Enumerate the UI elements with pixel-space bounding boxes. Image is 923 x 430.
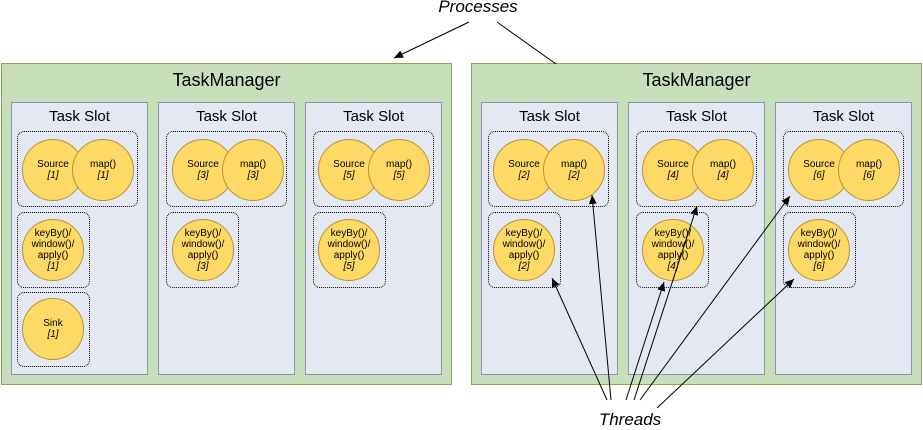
keyby-operator-4: keyBy()/ window()/ apply() [4]	[642, 219, 704, 281]
source-index: [3]	[197, 170, 209, 181]
keyby-line: keyBy()/	[800, 228, 838, 239]
source-label: Source	[333, 159, 365, 170]
taskmanager-title: TaskManager	[172, 70, 281, 90]
source-index: [6]	[813, 170, 825, 181]
source-map-chain-5	[313, 131, 434, 207]
sink-group-1	[17, 292, 90, 367]
apply-line: apply()	[508, 250, 540, 261]
source-label: Source	[657, 159, 689, 170]
task-slot-title: Task Slot	[196, 108, 257, 125]
apply-line: apply()	[333, 250, 365, 261]
keyby-operator-1: keyBy()/ window()/ apply() [1]	[22, 219, 84, 281]
window-line: window()/	[31, 239, 75, 250]
source-map-chain-1	[17, 131, 138, 207]
window-line: window()/	[797, 239, 841, 250]
taskmanager-title: TaskManager	[642, 70, 751, 90]
processes-arrow-right	[496, 21, 557, 65]
keyby-line: keyBy()/	[330, 228, 368, 239]
processes-label: Processes	[438, 0, 518, 16]
task-slot-title: Task Slot	[813, 108, 874, 125]
window-line: window()/	[502, 239, 546, 250]
source-index: [4]	[667, 170, 679, 181]
map-operator-6: map() [6]	[838, 139, 900, 201]
keyby-operator-3: keyBy()/ window()/ apply() [3]	[172, 219, 234, 281]
map-index: [6]	[863, 170, 875, 181]
keyby-index: [5]	[343, 261, 355, 272]
apply-line: apply()	[187, 250, 219, 261]
map-index: [3]	[247, 170, 259, 181]
keyby-line: keyBy()/	[34, 228, 72, 239]
window-line: window()/	[651, 239, 695, 250]
map-label: map()	[709, 159, 737, 170]
map-index: [5]	[393, 170, 405, 181]
map-index: [2]	[568, 170, 580, 181]
task-slot-title: Task Slot	[49, 108, 110, 125]
map-operator-5: map() [5]	[368, 139, 430, 201]
source-operator-1: Source [1]	[22, 139, 84, 201]
source-map-chain-3	[166, 131, 287, 207]
keyby-index: [2]	[518, 261, 530, 272]
task-slot-title: Task Slot	[666, 108, 727, 125]
map-operator-4: map() [4]	[692, 139, 754, 201]
keyby-index: [1]	[47, 261, 59, 272]
sink-label: Sink	[43, 318, 63, 329]
map-index: [1]	[97, 170, 109, 181]
map-operator-2: map() [2]	[543, 139, 605, 201]
map-label: map()	[89, 159, 117, 170]
map-operator-3: map() [3]	[222, 139, 284, 201]
apply-line: apply()	[657, 250, 689, 261]
task-slot-title: Task Slot	[343, 108, 404, 125]
source-index: [2]	[518, 170, 530, 181]
map-operator-1: map() [1]	[72, 139, 134, 201]
keyby-group-1	[17, 212, 90, 288]
sink-index: [1]	[47, 329, 59, 340]
keyby-line: keyBy()/	[505, 228, 543, 239]
keyby-operator-2: keyBy()/ window()/ apply() [2]	[493, 219, 555, 281]
keyby-operator-6: keyBy()/ window()/ apply() [6]	[788, 219, 850, 281]
keyby-line: keyBy()/	[184, 228, 222, 239]
map-label: map()	[560, 159, 588, 170]
keyby-index: [4]	[667, 261, 679, 272]
map-label: map()	[855, 159, 883, 170]
keyby-index: [6]	[813, 261, 825, 272]
window-line: window()/	[181, 239, 225, 250]
source-index: [5]	[343, 170, 355, 181]
source-label: Source	[508, 159, 540, 170]
sink-operator-1: Sink [1]	[22, 298, 84, 360]
processes-arrow-left	[393, 21, 470, 59]
apply-line: apply()	[803, 250, 835, 261]
apply-line: apply()	[37, 250, 69, 261]
map-index: [4]	[717, 170, 729, 181]
map-label: map()	[385, 159, 413, 170]
keyby-line: keyBy()/	[654, 228, 692, 239]
keyby-operator-5: keyBy()/ window()/ apply() [5]	[318, 219, 380, 281]
threads-label: Threads	[598, 410, 662, 429]
keyby-group-2	[488, 212, 561, 288]
source-map-chain-6	[783, 131, 904, 207]
source-index: [1]	[47, 170, 59, 181]
map-label: map()	[239, 159, 267, 170]
source-label: Source	[37, 159, 69, 170]
keyby-index: [3]	[197, 261, 209, 272]
task-slot-title: Task Slot	[519, 108, 580, 125]
source-map-chain-2	[488, 131, 609, 207]
window-line: window()/	[327, 239, 371, 250]
keyby-group-3	[166, 212, 239, 288]
source-label: Source	[187, 159, 219, 170]
keyby-group-5	[313, 212, 386, 288]
source-label: Source	[803, 159, 835, 170]
